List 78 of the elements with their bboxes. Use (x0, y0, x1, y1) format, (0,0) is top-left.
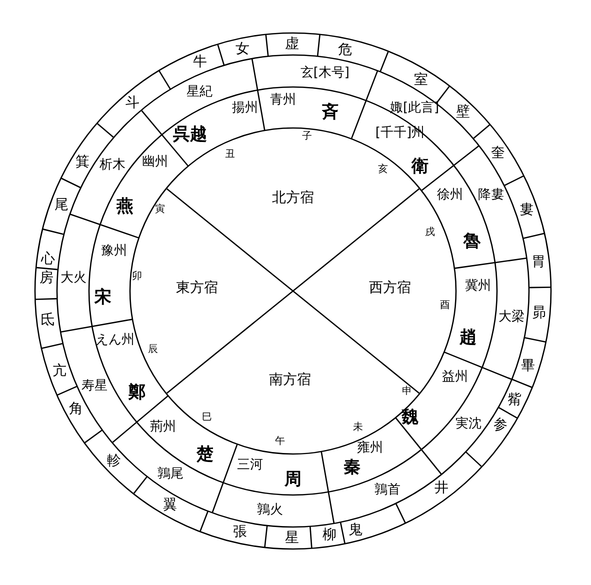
station-label: 析木 (100, 158, 126, 172)
branch-label: 未 (353, 423, 363, 433)
branch-label: 申 (402, 387, 412, 397)
station-label: 大火 (60, 272, 86, 285)
mansion-label: 尾 (54, 198, 68, 212)
province-label: 益州 (442, 370, 468, 384)
mansion-label: 胃 (531, 255, 546, 270)
station-label: 星紀 (186, 85, 212, 98)
station-label: 大梁 (498, 310, 524, 324)
branch-label: 寅 (155, 205, 165, 215)
mansion-label: 氐 (40, 312, 55, 327)
province-label: 揚州 (232, 102, 258, 114)
province-label: 青州 (270, 94, 296, 106)
mansion-label: 角 (69, 402, 84, 416)
branch-label: 辰 (148, 345, 158, 355)
state-label: 秦 (344, 460, 360, 476)
mansion-label: 柳 (322, 528, 337, 542)
state-label: 衛 (412, 158, 428, 176)
mansion-label: 壁 (456, 104, 470, 119)
mansion-label: 星 (285, 530, 299, 545)
mansion-label: 鬼 (348, 522, 362, 537)
mansion-label: 箕 (76, 154, 90, 169)
mansion-label: 亢 (52, 364, 66, 378)
mansion-label: 危 (338, 42, 352, 57)
station-label: 鶉首 (374, 483, 400, 496)
branch-label: 丑 (225, 150, 235, 160)
station-label: 降婁 (478, 188, 504, 202)
mansion-label: 参 (493, 418, 508, 432)
branch-label: 午 (275, 437, 285, 447)
branch-label: 戌 (425, 228, 435, 238)
mansion-label: 翼 (162, 498, 177, 512)
mansion-label: 張 (233, 525, 248, 540)
mansion-label: 軫 (106, 454, 121, 468)
quadrant-label: 東方宿 (176, 281, 218, 295)
state-label: 斉 (322, 104, 338, 122)
state-label: 燕 (116, 198, 134, 216)
mansion-label: 婁 (519, 203, 534, 218)
branch-label: 酉 (440, 301, 450, 311)
province-label: 幽州 (142, 156, 168, 168)
branch-label: 卯 (132, 272, 142, 282)
province-label: 雍州 (357, 442, 383, 454)
mansion-label: 心 (41, 252, 56, 266)
state-label: 魯 (464, 234, 480, 250)
branch-label: 亥 (378, 165, 388, 175)
state-label: 魏 (402, 410, 418, 426)
quadrant-label: 北方宿 (272, 191, 314, 205)
mansion-label: 房 (39, 271, 54, 286)
province-label: 冀州 (465, 280, 491, 292)
province-label: 豫州 (101, 244, 127, 258)
mansion-label: 井 (434, 481, 449, 496)
province-label: 三河 (237, 458, 263, 472)
mansion-label: 牛 (193, 55, 208, 70)
mansion-label: 昴 (532, 306, 546, 320)
quadrant-label: 南方宿 (269, 373, 311, 387)
state-label: 呉越 (173, 126, 207, 144)
station-label: 実沈 (455, 417, 482, 430)
mansion-label: 畢 (521, 359, 536, 374)
state-label: 趙 (460, 330, 476, 346)
mansion-label: 奎 (490, 146, 505, 160)
province-label: えん州 (96, 334, 134, 346)
mansion-label: 虚 (285, 37, 299, 51)
station-label: 寿星 (81, 379, 108, 392)
station-label: 玄[木号] (300, 66, 350, 80)
branch-label: 巳 (202, 413, 212, 423)
station-label: 鶉火 (257, 503, 284, 516)
province-label: 徐州 (437, 188, 463, 202)
mansion-label: 室 (414, 72, 428, 87)
mansion-label: 斗 (126, 96, 140, 110)
branch-label: 子 (302, 132, 312, 142)
state-label: 楚 (196, 446, 214, 464)
mansion-label: 女 (235, 42, 250, 56)
state-label: 周 (284, 472, 302, 488)
state-label: 鄭 (128, 384, 146, 402)
station-label: 鶉尾 (158, 467, 184, 480)
mansion-label: 觜 (508, 392, 522, 407)
province-label: 荊州 (150, 420, 176, 434)
quadrant-label: 西方宿 (369, 281, 411, 295)
state-label: 宋 (94, 290, 112, 306)
